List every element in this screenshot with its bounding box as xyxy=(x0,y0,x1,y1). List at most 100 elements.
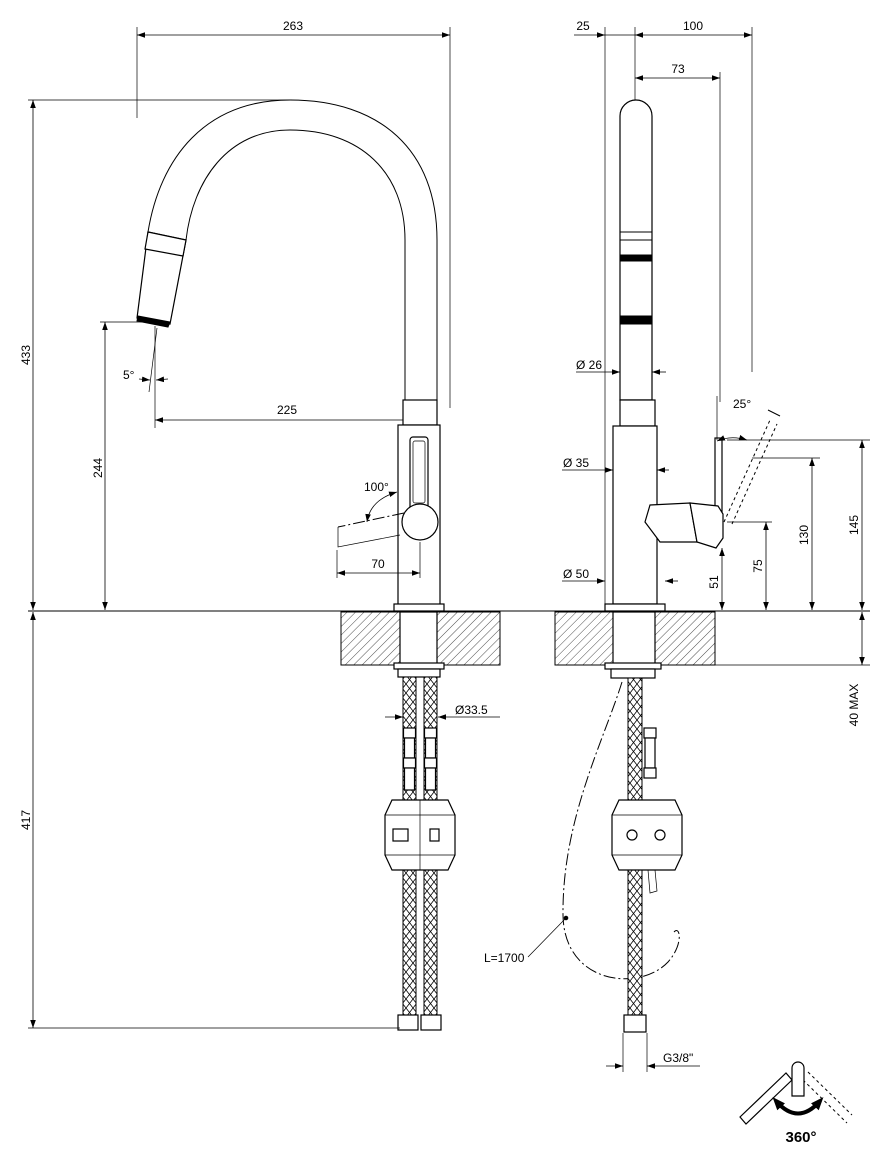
handle-ghost-icon xyxy=(807,1071,853,1116)
countertop-hatch xyxy=(436,611,501,666)
dimension-label: 25° xyxy=(733,397,751,411)
braided-hose xyxy=(627,677,643,801)
braided-hose xyxy=(627,869,643,1016)
dimension-hose-diameter: Ø33.5 xyxy=(385,703,500,720)
dimension-label: Ø 26 xyxy=(576,358,602,372)
countertop-hatch xyxy=(340,611,401,666)
dimension-label: 244 xyxy=(91,458,105,478)
dimension-label: 100 xyxy=(683,19,703,33)
dimension-label: 263 xyxy=(283,19,303,33)
hose-fitting xyxy=(643,727,657,739)
spout-side-outline xyxy=(619,99,653,401)
pull-out-head-band xyxy=(144,231,187,257)
dimension-label: 70 xyxy=(371,557,385,571)
hose-fitting xyxy=(643,767,657,779)
hose-fitting xyxy=(423,727,438,739)
countertop-section-side xyxy=(554,611,716,679)
countertop-section-front xyxy=(340,611,501,678)
fixing-nut xyxy=(397,668,441,678)
spout-side xyxy=(619,99,653,401)
dimension-base-diameter: Ø 50 xyxy=(562,567,678,584)
pull-out-head-band xyxy=(619,254,653,262)
hose-fitting xyxy=(402,727,417,739)
diverter-screw xyxy=(654,829,666,841)
gooseneck-spout xyxy=(136,99,438,400)
leader-line xyxy=(527,917,567,958)
dimension-label: 433 xyxy=(19,345,33,365)
angle-line xyxy=(148,327,158,393)
hose-end-nut xyxy=(623,1014,647,1033)
dimension-spout-angle: 5° xyxy=(123,326,169,428)
hose-end-nut xyxy=(420,1014,442,1031)
diverter-box xyxy=(611,799,683,871)
dimension-body-diameter: Ø 35 xyxy=(562,456,669,473)
fixing-nut xyxy=(393,662,445,670)
dimension-below-counter: 417 xyxy=(19,612,400,1029)
fixing-nut xyxy=(610,668,656,679)
diverter-screw xyxy=(626,829,638,841)
faucet-body-side xyxy=(604,399,724,612)
side-view: 25 100 73 Ø 26 xyxy=(484,19,870,1072)
dimension-top-offsets: 25 100 73 xyxy=(574,19,753,604)
hose-fitting xyxy=(424,737,437,759)
hose-fitting xyxy=(423,757,438,769)
hose-fitting xyxy=(402,757,417,769)
lever-rotated-outline xyxy=(337,527,401,548)
supply-hose-side xyxy=(562,677,683,1033)
lever-tilted-outline xyxy=(731,423,778,525)
dimension-label: 51 xyxy=(707,575,721,589)
hose-stub xyxy=(647,869,658,894)
lever-knob xyxy=(401,503,439,541)
lever-icon xyxy=(791,1061,805,1097)
faucet-body xyxy=(393,399,445,612)
dimension-label: 225 xyxy=(277,403,297,417)
supply-hoses-front xyxy=(384,676,456,1031)
rotation-arc xyxy=(365,491,398,523)
dimension-label: Ø33.5 xyxy=(455,703,488,717)
hose-fitting xyxy=(644,737,656,769)
dimension-label: 73 xyxy=(671,62,685,76)
front-view: 263 433 244 5° xyxy=(19,19,501,1031)
countertop-hatch xyxy=(554,611,614,666)
spout-outer-edge xyxy=(147,99,438,400)
dimension-thread: G3/8" xyxy=(606,1033,700,1072)
rotation-360-icon: 360° xyxy=(739,1061,853,1146)
tilt-arc xyxy=(716,434,748,442)
dimension-label: 40 MAX xyxy=(847,684,861,727)
hose-length-callout: L=1700 xyxy=(484,915,569,965)
dimension-label: 417 xyxy=(19,810,33,830)
handle-solid-icon xyxy=(739,1072,793,1125)
diverter-slot xyxy=(429,828,440,842)
thread-label: G3/8" xyxy=(663,1051,693,1065)
dimension-label: Ø 50 xyxy=(563,567,589,581)
hose-fitting xyxy=(424,767,437,791)
dimension-label: 25 xyxy=(576,19,590,33)
lever-knob xyxy=(644,502,698,543)
diverter-slot xyxy=(392,828,409,842)
base-ring xyxy=(604,603,666,612)
dimension-label: 100° xyxy=(364,480,389,494)
dimension-lever-length: 70 xyxy=(336,542,421,578)
dimension-label: 75 xyxy=(751,559,765,573)
hose-fitting xyxy=(403,737,416,759)
lever-tilted-outline xyxy=(723,419,771,523)
dimension-heights: 145 130 75 51 40 MAX xyxy=(707,439,870,727)
angle-arrow xyxy=(155,376,169,383)
spout-collar xyxy=(402,399,438,426)
mounting-shank xyxy=(399,611,438,666)
countertop-hatch xyxy=(654,611,716,666)
dimension-overall-height: 433 xyxy=(19,99,292,610)
dimension-label: 130 xyxy=(797,525,811,545)
dimension-label: Ø 35 xyxy=(563,456,589,470)
dimension-label: 5° xyxy=(123,368,135,382)
angle-arrow xyxy=(138,376,151,383)
hose-length-label: L=1700 xyxy=(484,951,525,965)
lever-tilted-end xyxy=(767,409,781,417)
dimension-outlet-height: 244 xyxy=(91,321,152,610)
spout-outlet xyxy=(619,315,653,325)
leader-dot xyxy=(563,915,569,921)
lever-rotated-outline xyxy=(337,512,405,528)
handle-ghost-icon xyxy=(802,1079,848,1124)
braided-hose xyxy=(423,869,438,1016)
